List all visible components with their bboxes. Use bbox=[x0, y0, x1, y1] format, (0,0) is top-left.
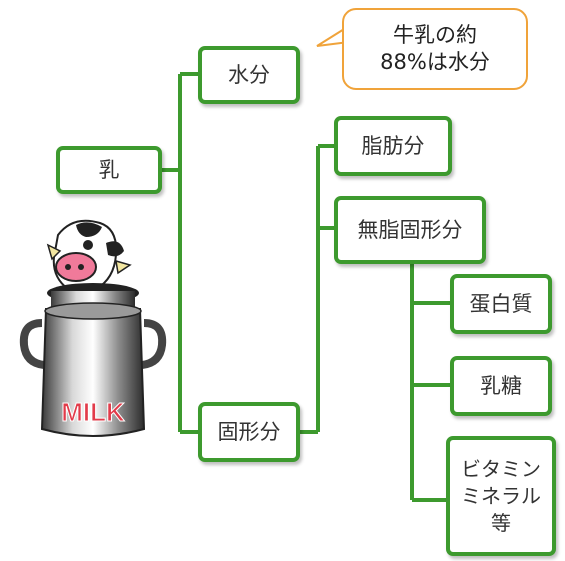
node-lactose: 乳糖 bbox=[450, 356, 552, 416]
callout-line-1: 牛乳の約 bbox=[393, 22, 477, 47]
node-nonfat-solids: 無脂固形分 bbox=[334, 196, 486, 264]
node-nonfat-solids-label: 無脂固形分 bbox=[357, 217, 463, 242]
node-fat: 脂肪分 bbox=[334, 116, 452, 176]
node-fat-label: 脂肪分 bbox=[361, 133, 425, 158]
node-vitamins-line-2: ミネラル bbox=[461, 483, 541, 508]
node-water-label: 水分 bbox=[228, 62, 270, 87]
node-vitamins-line-1: ビタミン bbox=[461, 456, 541, 481]
node-vitamins-minerals: ビタミン ミネラル 等 bbox=[446, 436, 556, 556]
water-callout: 牛乳の約 88%は水分 bbox=[342, 8, 528, 90]
node-water: 水分 bbox=[198, 46, 300, 104]
milk-can-illustration: MILK bbox=[19, 219, 167, 437]
node-milk: 乳 bbox=[56, 146, 162, 194]
node-protein: 蛋白質 bbox=[450, 274, 552, 334]
cow-icon bbox=[46, 219, 132, 290]
node-solids: 固形分 bbox=[198, 402, 300, 462]
node-lactose-label: 乳糖 bbox=[480, 373, 522, 398]
node-protein-label: 蛋白質 bbox=[469, 291, 533, 316]
milk-label: MILK bbox=[61, 397, 125, 427]
callout-line-2: 88%は水分 bbox=[380, 50, 490, 74]
node-vitamins-line-3: 等 bbox=[491, 510, 511, 535]
node-milk-label: 乳 bbox=[98, 157, 120, 182]
node-solids-label: 固形分 bbox=[217, 419, 281, 444]
